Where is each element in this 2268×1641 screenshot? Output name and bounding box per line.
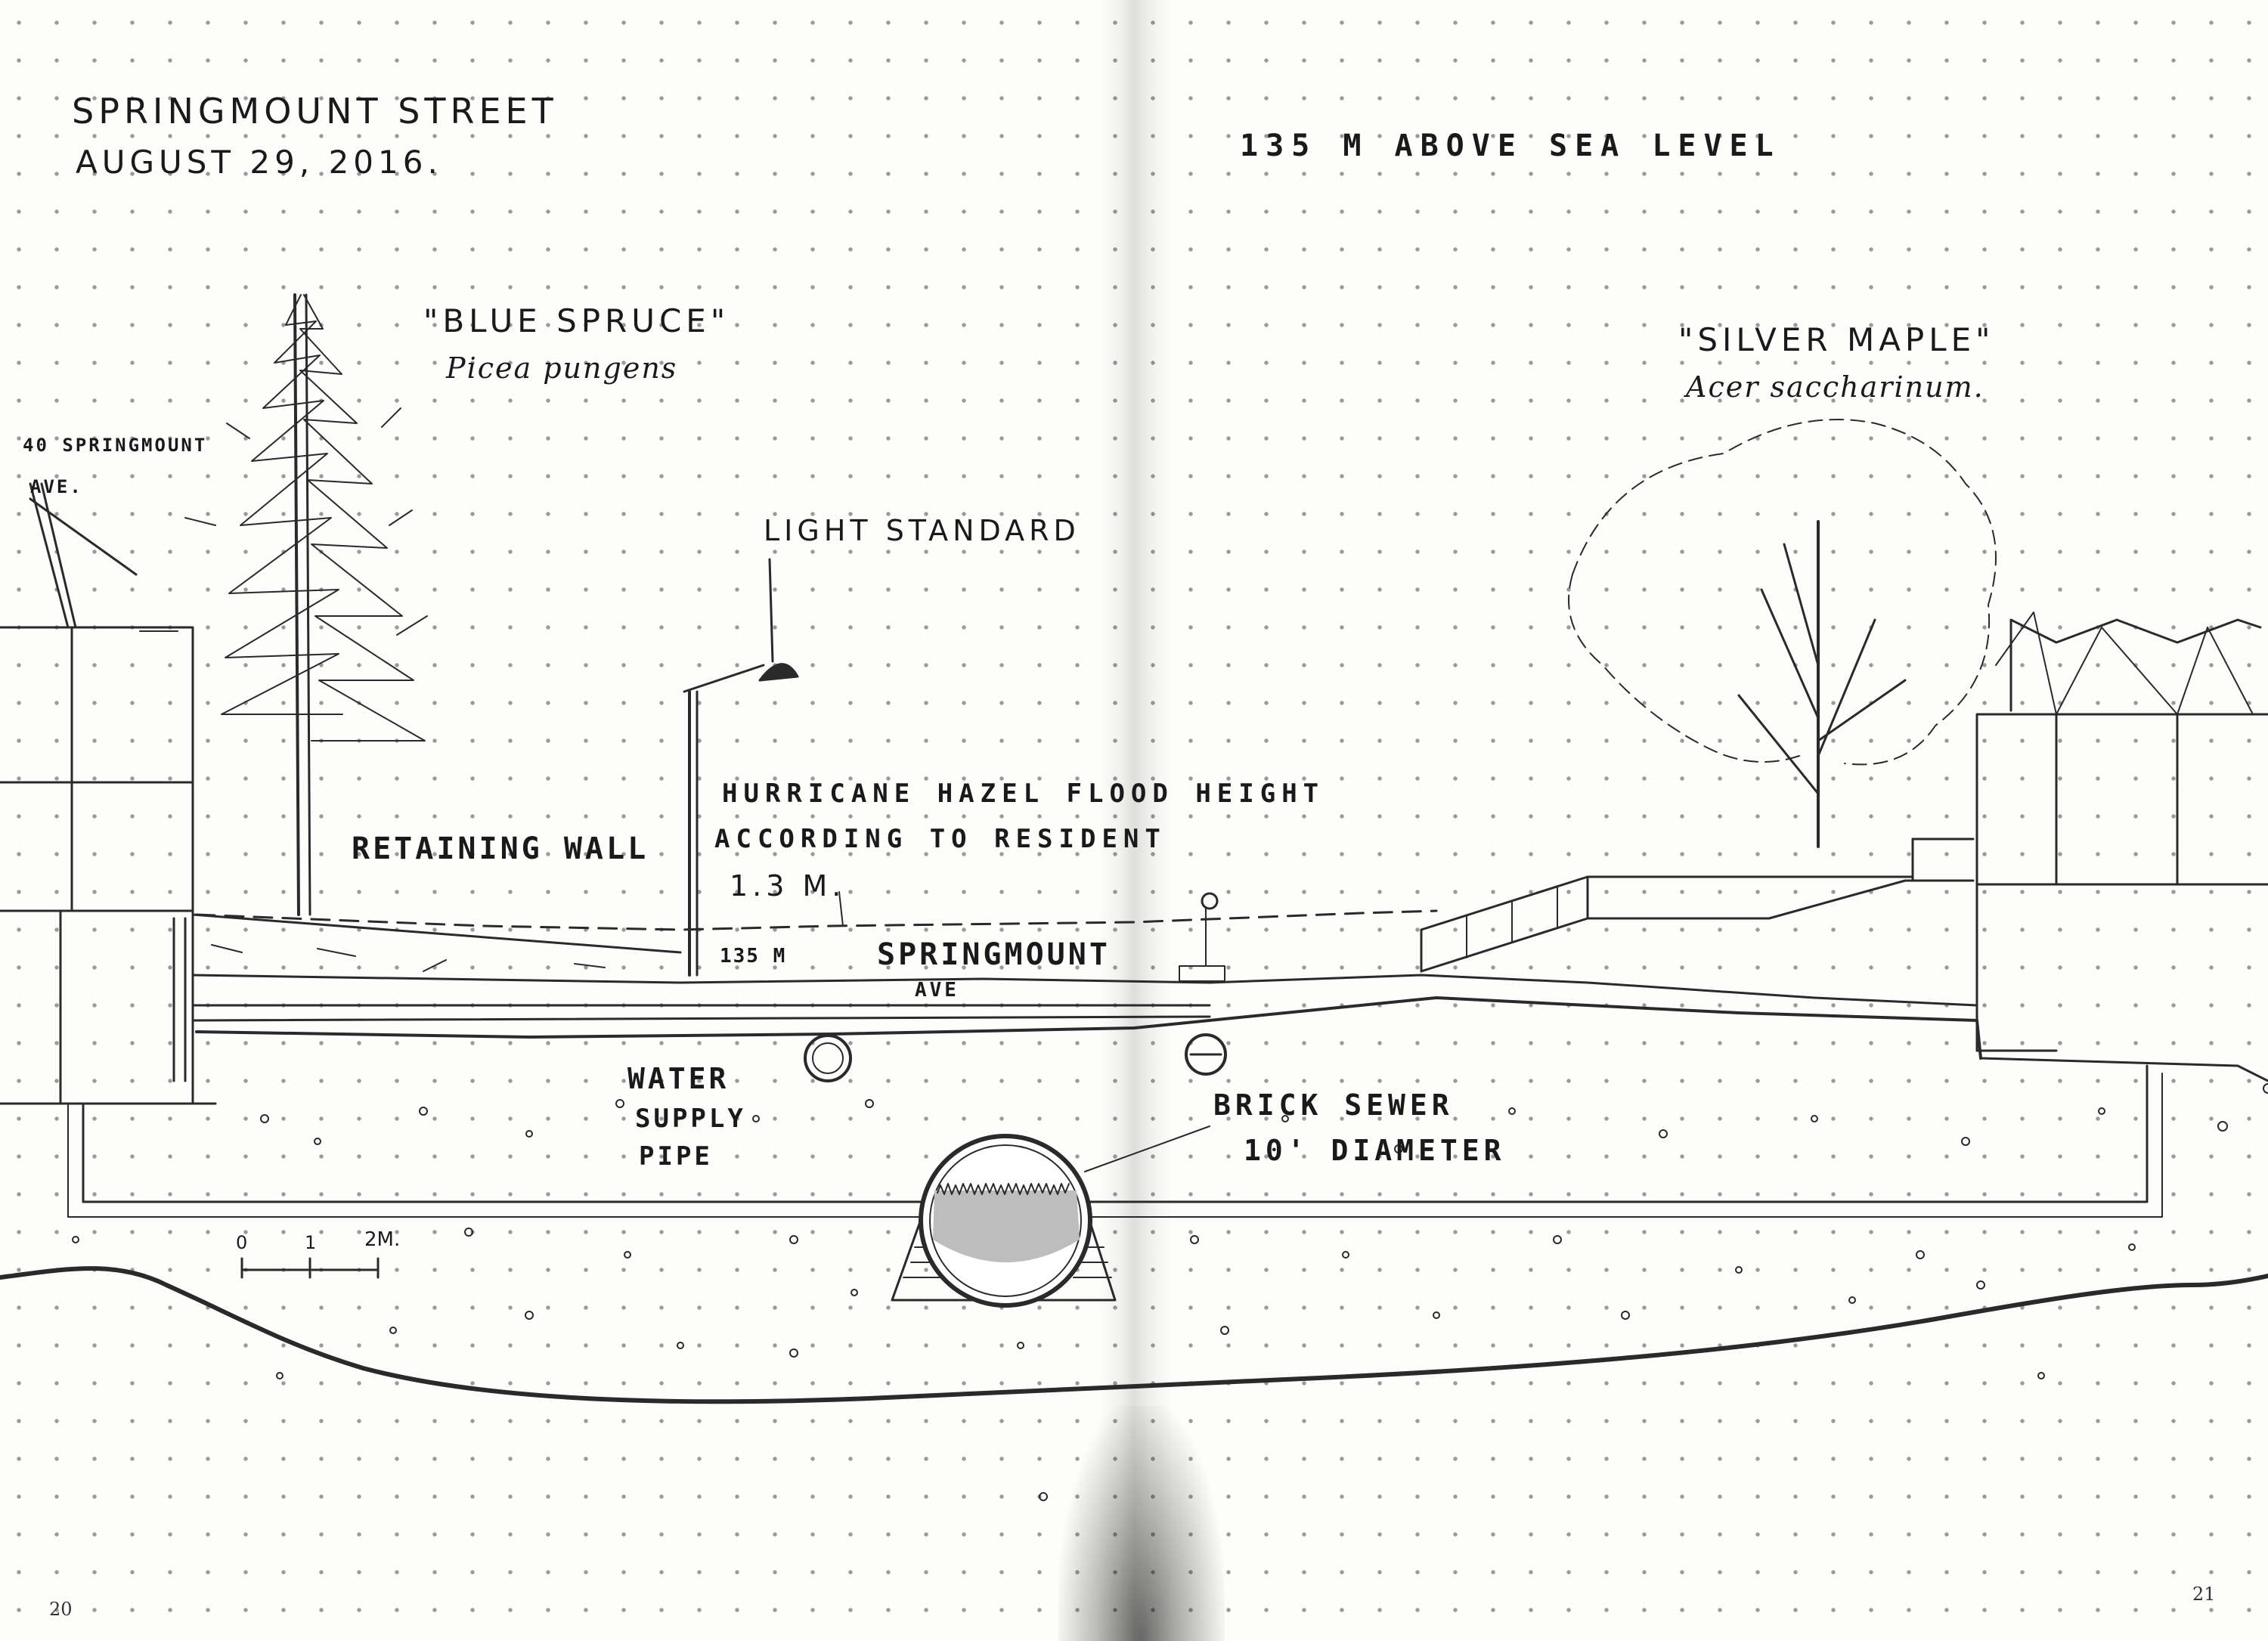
light-standard-label: LIGHT STANDARD [764, 514, 1080, 547]
left-building [0, 482, 217, 1105]
address-label-line1: 40 SPRINGMOUNT [23, 435, 208, 456]
spruce-common-name: "BLUE SPRUCE" [423, 302, 730, 339]
sewer-label-line2: 10' DIAMETER [1244, 1134, 1506, 1167]
scale-label-0: 0 [236, 1232, 248, 1253]
water-pipe-label-line2: SUPPLY [635, 1104, 746, 1134]
utility-trench [67, 1057, 2268, 1218]
soil-pebbles [72, 1083, 2268, 1501]
light-standard [683, 558, 799, 977]
maple-latin-name: Acer saccharinum. [1686, 370, 1984, 404]
street-surface [195, 892, 1982, 1060]
gutter-shadow [1058, 1406, 1225, 1641]
elevation-note: 135 M ABOVE SEA LEVEL [1240, 128, 1781, 163]
flood-label-line3: 1.3 M. [730, 869, 846, 903]
page-number-right: 21 [2192, 1584, 2216, 1605]
flood-label-line2: ACCORDING TO RESIDENT [714, 824, 1167, 854]
scale-label-2: 2M. [364, 1228, 401, 1251]
water-supply-pipe [804, 1033, 1227, 1082]
book-gutter [1098, 0, 1173, 1641]
page-number-left: 20 [49, 1599, 73, 1620]
address-leader [29, 497, 138, 576]
maple-common-name: "SILVER MAPLE" [1678, 321, 1995, 358]
silver-maple-tree [1568, 419, 1997, 848]
water-pipe-label-line3: PIPE [639, 1141, 713, 1172]
street-name-line1: SPRINGMOUNT [877, 937, 1111, 972]
blue-spruce-tree [139, 293, 428, 916]
retaining-wall [191, 913, 1211, 1022]
right-building [1975, 612, 2268, 1052]
ground-line [0, 1266, 2268, 1404]
sketch-date: AUGUST 29, 2016. [76, 144, 442, 181]
retaining-wall-label: RETAINING WALL [352, 831, 649, 866]
ramp-railing [1420, 838, 1975, 973]
sketch-title: SPRINGMOUNT STREET [72, 91, 558, 132]
brick-sewer [891, 1125, 1210, 1308]
flood-height-line [195, 909, 1438, 931]
street-name-line2: AVE [915, 979, 959, 1002]
spruce-latin-name: Picea pungens [446, 351, 678, 385]
water-pipe-label-line1: WATER [627, 1062, 730, 1095]
street-level-label: 135 M [720, 945, 787, 968]
address-label-line2: AVE. [30, 476, 83, 497]
flood-label-line1: HURRICANE HAZEL FLOOD HEIGHT [722, 779, 1325, 809]
scale-label-1: 1 [305, 1232, 317, 1253]
scale-bar [240, 1257, 380, 1279]
sewer-label-line1: BRICK SEWER [1213, 1088, 1454, 1122]
